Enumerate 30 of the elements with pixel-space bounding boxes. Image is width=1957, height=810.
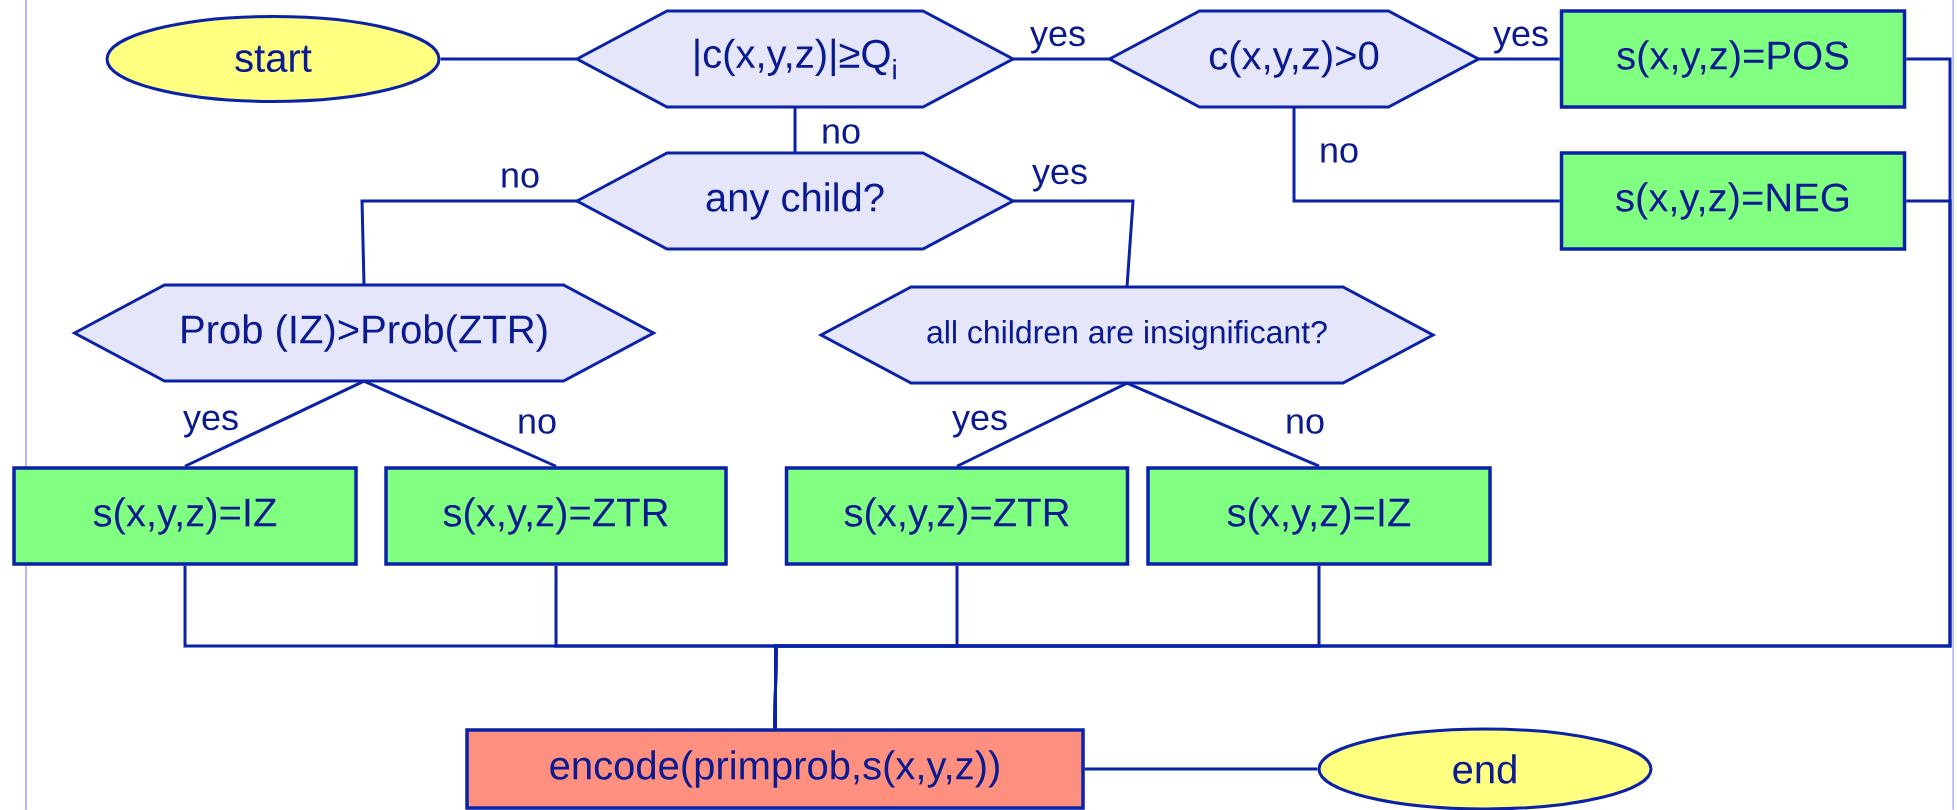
connector-line [1084, 767, 1318, 771]
process-box: s(x,y,z)=POS [1559, 9, 1907, 109]
process-box: s(x,y,z)=NEG [1559, 151, 1907, 251]
edge-label: no [1318, 142, 1361, 164]
process-box: s(x,y,z)=ZTR [784, 466, 1130, 566]
connector-line [1013, 199, 1135, 287]
connector-line [440, 57, 577, 61]
process-box: s(x,y,z)=IZ [12, 466, 358, 566]
connector-line [1126, 381, 1320, 468]
edge-label: no [516, 413, 559, 435]
edge-label: no [499, 167, 542, 189]
process-box: s(x,y,z)=IZ [1146, 466, 1492, 566]
connector-line [793, 107, 797, 153]
edge-label: yes [182, 409, 240, 439]
edge-label: yes [1029, 25, 1087, 55]
edge-label: yes [1492, 25, 1550, 55]
edge-label: yes [1031, 163, 1089, 193]
connector-line [1013, 57, 1110, 61]
edge-label: no [820, 123, 863, 145]
connector-line [1478, 57, 1560, 61]
connector-line [360, 199, 577, 285]
connector-line [956, 381, 1128, 468]
connector-line [1292, 107, 1560, 203]
connector-line [184, 379, 365, 468]
process-box: s(x,y,z)=ZTR [384, 466, 728, 566]
edge-label: no [1284, 413, 1327, 435]
process-box: encode(primprob,s(x,y,z)) [465, 728, 1085, 810]
edge-label: yes [951, 409, 1009, 439]
connector-line [363, 379, 557, 468]
connector-line [773, 565, 1321, 729]
